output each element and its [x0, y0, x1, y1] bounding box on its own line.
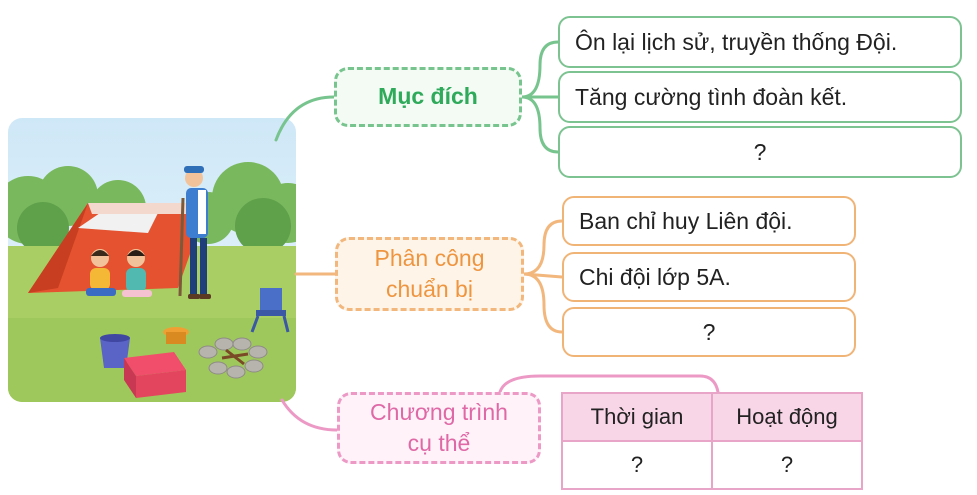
- assignment-item-1-text: Ban chỉ huy Liên đội.: [579, 207, 793, 234]
- category-purpose: Mục đích: [334, 67, 522, 127]
- category-assignment: Phân công chuẩn bị: [335, 237, 524, 311]
- purpose-item-1: Ôn lại lịch sử, truyền thống Đội.: [558, 16, 962, 68]
- camping-illustration: [8, 118, 296, 402]
- program-table-header-row: Thời gian Hoạt động: [561, 392, 863, 442]
- category-purpose-title: Mục đích: [378, 83, 478, 110]
- purpose-item-2-text: Tăng cường tình đoàn kết.: [575, 83, 848, 110]
- program-table-cell-time: ?: [561, 440, 713, 490]
- assignment-item-2: Chi đội lớp 5A.: [562, 252, 856, 302]
- table-row: ? ?: [561, 440, 863, 490]
- purpose-item-1-text: Ôn lại lịch sử, truyền thống Đội.: [575, 28, 898, 55]
- assignment-item-3-text: ?: [702, 318, 716, 345]
- program-table: Thời gian Hoạt động ? ?: [561, 392, 863, 490]
- category-program-title-line2: cụ thể: [407, 430, 471, 456]
- program-table-header-time: Thời gian: [561, 392, 713, 442]
- program-table-cell-activity: ?: [711, 440, 863, 490]
- purpose-item-3-text: ?: [753, 138, 767, 165]
- category-program-title-line1: Chương trình: [370, 398, 508, 425]
- assignment-item-3: ?: [562, 307, 856, 357]
- category-assignment-title-line2: chuẩn bị: [386, 276, 473, 302]
- category-program: Chương trình cụ thể: [337, 392, 541, 464]
- purpose-item-3: ?: [558, 126, 962, 178]
- program-table-header-activity: Hoạt động: [711, 392, 863, 442]
- assignment-item-2-text: Chi đội lớp 5A.: [579, 263, 731, 290]
- assignment-item-1: Ban chỉ huy Liên đội.: [562, 196, 856, 246]
- category-assignment-title-line1: Phân công: [374, 244, 485, 271]
- purpose-item-2: Tăng cường tình đoàn kết.: [558, 71, 962, 123]
